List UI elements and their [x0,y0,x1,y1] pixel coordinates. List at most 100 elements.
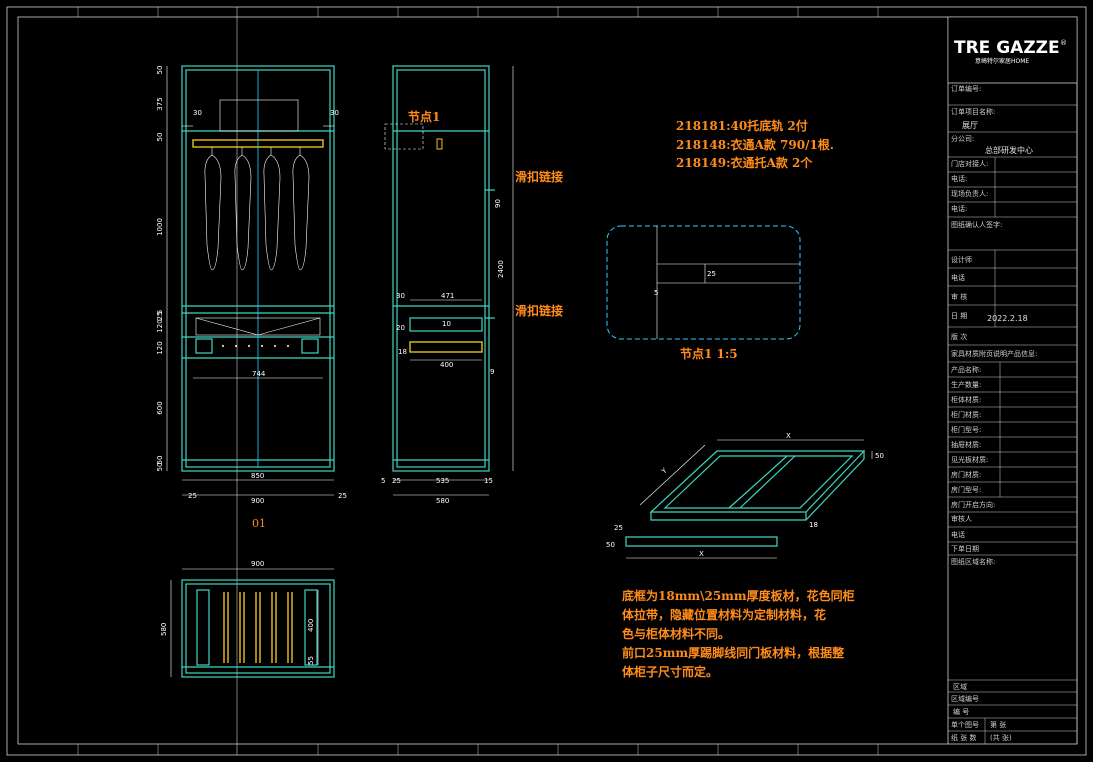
label-designer: 设计师 [951,255,972,264]
value-branch: 总部研发中心 [985,145,1033,155]
dim-front-inner: 744 [252,370,266,378]
dim-side-30: 30 [396,292,405,300]
view-id: 01 [252,517,266,530]
label-total: 纸 张 数 [951,733,976,742]
side-elevation: 2400 471 30 20 18 10 400 9 90 5 25 535 1… [381,65,563,505]
dim-front-left-5: 25 [156,312,164,321]
label-area-no: 区域编号 [951,694,979,703]
hw-line-2: 218148:衣通A款 790/1根. [676,137,834,152]
value-total: (共 张) [990,733,1012,742]
label-product-name: 产品名称: [951,365,981,374]
label-date: 日 期 [951,312,967,320]
label-quantity: 生产数量: [951,380,981,389]
notes-block: 底框为18mm\25mm厚度板材，花色同柜体拉带，隐藏位置材料为定制材料，花色与… [622,588,855,679]
dim-side-471: 471 [441,292,454,300]
iso-view: Y X 50 25 18 50 X [606,432,884,559]
dim-side-5: 5 [381,477,385,485]
label-phone-4: 电话 [951,530,965,539]
dim-side-580: 580 [436,497,449,505]
dim-front-30-right: 30 [330,109,339,117]
dim-front-left-6: 120 [156,319,164,332]
dim-top-55: 55 [307,656,315,665]
label-phone-1: 电话: [951,174,967,183]
label-order-no: 订单编号: [951,84,981,93]
dim-front-30-left: 30 [193,109,202,117]
dim-front-25-right: 25 [338,492,347,500]
dim-side-10: 10 [442,320,451,328]
label-single: 单个图号 [951,720,979,729]
dim-front-900: 900 [251,497,264,505]
label-phone-3: 电话 [951,273,965,282]
dim-side-18: 18 [398,348,407,356]
note-line-1: 体拉带，隐藏位置材料为定制材料，花 [622,607,826,622]
dim-iso-x: X [786,432,791,440]
label-door-model: 柜门型号: [951,425,981,434]
dim-side-2400: 2400 [497,260,505,278]
label-revision: 版 次 [951,332,967,341]
dim-iso-50: 50 [875,452,884,460]
label-body-material: 柜体材质: [951,395,981,404]
dim-front-left-4: 5 [156,310,164,314]
dim-top-400: 400 [307,619,315,632]
hanging-rod [192,139,324,148]
dim-side-535: 535 [436,477,449,485]
label-area: 区域 [953,682,967,691]
dim-iso-x2: X [699,550,704,558]
note-slide-1: 滑扣链接 [515,169,563,184]
label-door-direction: 房门开启方向: [951,500,995,509]
note-line-0: 底框为18mm\25mm厚度板材，花色同柜 [622,588,855,603]
label-frame-model: 房门型号: [951,485,981,494]
dim-front-left-7: 120 [156,341,164,354]
dim-node-25: 25 [707,270,716,278]
dim-side-20: 20 [396,324,405,332]
dim-front-left-3: 1000 [156,218,164,236]
dim-front-left-1: 375 [156,97,164,110]
node-detail: 25 5 节点1 1:5 [606,225,801,361]
title-block: TRE GAZZE ® 意崎特尔家居HOME [947,16,1078,744]
dim-front-left-10: 50 [156,463,164,472]
dim-front-850: 850 [251,472,264,480]
label-frame-material: 房门材质: [951,470,981,479]
dim-iso-y: Y [659,466,669,476]
dim-node-5: 5 [654,289,658,297]
label-reviewer: 审核人 [951,514,972,523]
outer-frame [6,6,1087,756]
node1-scale: 节点1 1:5 [680,346,738,361]
label-review: 审 核 [951,292,967,301]
garments [204,147,310,271]
value-date: 2022.2.18 [987,314,1028,323]
hw-line-3: 218149:衣通托A款 2个 [676,155,813,170]
label-site-manager: 现场负责人: [951,189,988,198]
dim-front-left-2: 50 [156,133,164,142]
dim-top-900: 900 [251,560,264,568]
dim-side-90: 90 [494,199,502,208]
dim-side-9: 9 [490,368,494,376]
note-line-4: 体柜子尺寸而定。 [622,664,718,679]
dim-front-left-0: 50 [156,66,164,75]
dim-front-25-left: 25 [188,492,197,500]
front-elevation: 30 30 744 850 900 25 25 5037550100052512… [156,65,347,530]
dim-iso-50b: 50 [606,541,615,549]
label-light-panel: 见光板材质: [951,455,988,464]
label-handle-material: 抽屉材质: [951,440,981,449]
note-node1: 节点1 [408,109,440,124]
hw-line-1: 218181:40托底轨 2付 [676,118,808,133]
label-door-material: 柜门材质: [951,410,981,419]
dim-side-15: 15 [484,477,493,485]
label-phone-2: 电话: [951,204,967,213]
logo-subtitle: 意崎特尔家居HOME [975,57,1029,65]
drawer-dots [222,345,289,347]
logo-registered: ® [1060,39,1067,47]
label-drawing-area: 图纸区域名称: [951,557,995,566]
dim-iso-18: 18 [809,521,818,529]
label-section: 家具材质附页说明产品信息: [951,349,1037,358]
note-line-2: 色与柜体材料不同。 [622,626,730,641]
inner-frame [17,16,1078,745]
label-store-contact: 门店对接人: [951,159,988,168]
dim-front-left-8: 600 [156,401,164,414]
value-project: 展厅 [962,121,978,130]
label-branch: 分公司: [951,134,974,143]
dim-side-25: 25 [392,477,401,485]
top-view: 900 580 400 55 [160,560,335,678]
